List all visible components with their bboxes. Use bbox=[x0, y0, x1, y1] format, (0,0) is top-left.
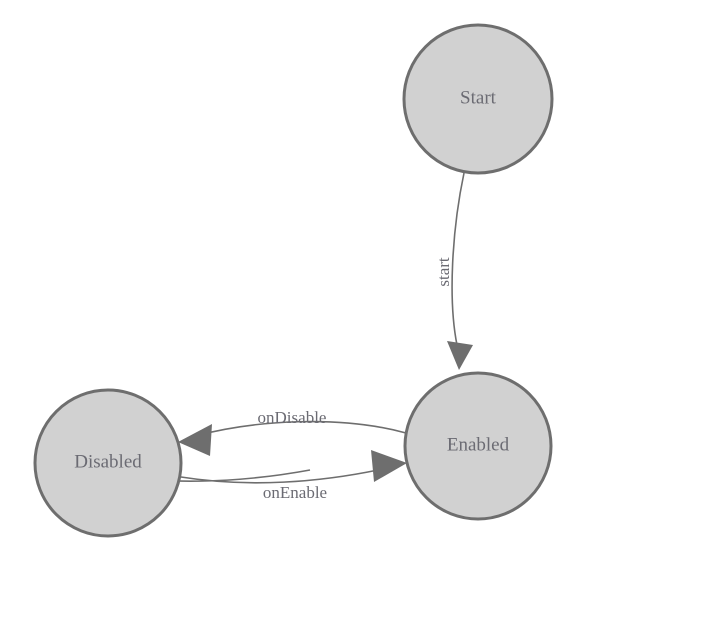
edge-disabled-to-enabled-path-b bbox=[180, 469, 379, 484]
node-start[interactable]: Start bbox=[402, 23, 554, 175]
edge-start-to-enabled[interactable]: start bbox=[434, 172, 473, 370]
edge-label-start: start bbox=[434, 257, 453, 287]
arrowhead-into-enabled-left bbox=[371, 450, 407, 482]
node-start-label: Start bbox=[460, 87, 497, 108]
edge-label-onenable: onEnable bbox=[263, 483, 327, 502]
node-enabled[interactable]: Enabled bbox=[403, 371, 553, 521]
edge-enabled-to-disabled-path bbox=[194, 420, 407, 437]
node-enabled-label: Enabled bbox=[447, 434, 510, 455]
edge-start-to-enabled-path bbox=[451, 172, 465, 346]
node-enabled-circle bbox=[403, 371, 553, 521]
edge-label-ondisable: onDisable bbox=[258, 408, 327, 427]
node-disabled[interactable]: Disabled bbox=[33, 388, 183, 538]
node-disabled-circle bbox=[33, 388, 183, 538]
arrowhead-into-enabled-top bbox=[447, 341, 473, 370]
arrowhead-into-disabled bbox=[178, 424, 212, 456]
node-disabled-label: Disabled bbox=[74, 451, 142, 472]
node-start-circle bbox=[402, 23, 554, 175]
edge-enabled-to-disabled[interactable]: onDisable bbox=[178, 408, 407, 456]
